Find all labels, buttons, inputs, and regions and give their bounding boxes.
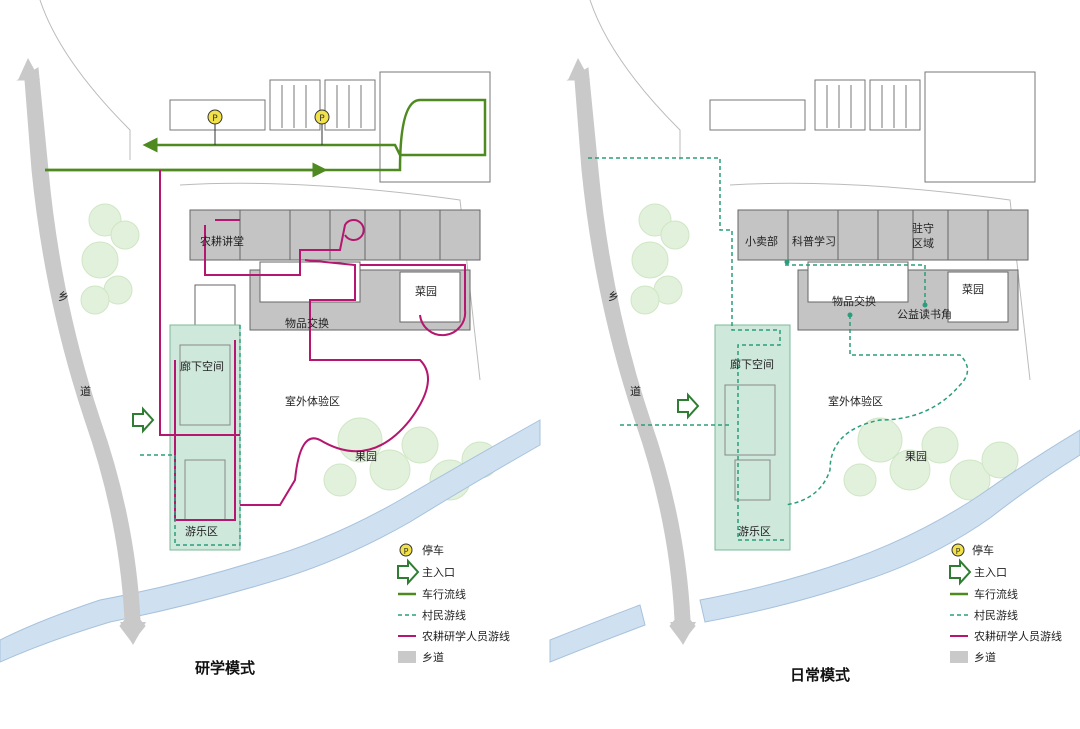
panel-research-mode: P P 乡 道 农耕讲堂 物品交换 菜园 廊下空间 室外体验区 果园 游乐区 研… — [0, 0, 541, 677]
villager-flow-nodes — [784, 259, 928, 318]
legend-villager: 村民游线 — [974, 608, 1018, 622]
research-flow — [159, 170, 467, 521]
parking-buildings — [709, 71, 1036, 183]
label-room-b: 物品交换 — [285, 316, 329, 330]
svg-text:P: P — [319, 114, 325, 124]
legend-entrance: 主入口 — [974, 566, 1007, 579]
corridor-strip — [169, 324, 241, 551]
terrain-outline — [589, 0, 1031, 381]
road-arrow-bottom — [120, 622, 146, 645]
legend-entrance: 主入口 — [422, 566, 455, 579]
label-outdoor: 室外体验区 — [285, 394, 340, 408]
label-play: 游乐区 — [185, 525, 218, 538]
entrance-arrow — [677, 392, 700, 420]
legend-road: 乡道 — [974, 650, 996, 664]
panel-daily-mode: P 乡 道 小卖部 科普学习 驻守 区域 物品交换 公益读书角 菜园 廊下空间 … — [549, 0, 1080, 684]
legend: P 停车 主入口 车行流线 村民游线 农耕研学人员游线 乡道 — [397, 543, 510, 664]
river — [699, 429, 1080, 623]
villager-flow — [140, 325, 241, 546]
building-block — [737, 209, 1029, 331]
tree-cluster — [630, 203, 1019, 501]
label-room-b2: 公益读书角 — [897, 307, 952, 321]
label-road-left: 乡 — [58, 290, 69, 303]
label-orchard: 果园 — [905, 450, 927, 463]
parking-marker: P P — [207, 109, 330, 145]
label-corridor: 廊下空间 — [180, 359, 224, 373]
river-left — [549, 604, 646, 663]
label-road-right: 道 — [630, 384, 641, 398]
legend-vehicle: 车行流线 — [974, 587, 1018, 601]
entrance-arrow — [132, 406, 155, 434]
label-corridor: 廊下空间 — [730, 357, 774, 371]
parking-buildings — [169, 71, 491, 183]
label-room-b: 物品交换 — [832, 294, 876, 308]
parking-marker: P — [951, 543, 965, 557]
label-room-c: 菜园 — [962, 283, 984, 296]
river — [0, 419, 541, 663]
svg-text:P: P — [212, 114, 218, 124]
label-room-a4: 区域 — [912, 237, 934, 250]
label-road-left: 乡 — [608, 290, 619, 303]
legend-villager: 村民游线 — [422, 608, 466, 622]
legend-parking: 停车 — [422, 543, 444, 557]
villager-flow — [588, 157, 969, 541]
label-room-a3: 驻守 — [912, 221, 934, 235]
village-road — [566, 67, 696, 643]
label-orchard: 果园 — [355, 450, 377, 463]
village-road — [16, 67, 146, 643]
terrain-outline — [39, 0, 481, 381]
legend-parking: 停车 — [972, 543, 994, 557]
label-room-a: 小卖部 — [745, 234, 778, 248]
road-arrow-top — [18, 58, 40, 80]
label-room-a2: 科普学习 — [792, 234, 836, 248]
legend-research: 农耕研学人员游线 — [422, 629, 510, 643]
road-arrow-bottom — [670, 622, 696, 645]
label-outdoor: 室外体验区 — [828, 394, 883, 408]
legend-vehicle: 车行流线 — [422, 587, 466, 601]
svg-text:P: P — [956, 547, 961, 556]
road-arrow-top — [568, 58, 590, 80]
label-road-right: 道 — [80, 384, 91, 398]
legend-road: 乡道 — [422, 650, 444, 664]
vehicle-flow — [45, 98, 487, 178]
panel-title: 研学模式 — [195, 659, 255, 677]
legend-research: 农耕研学人员游线 — [974, 629, 1062, 643]
legend: 停车 主入口 车行流线 村民游线 农耕研学人员游线 乡道 — [949, 543, 1062, 664]
label-play: 游乐区 — [738, 525, 771, 538]
corridor-strip — [714, 324, 791, 551]
svg-text:P: P — [404, 547, 409, 556]
label-room-c: 菜园 — [415, 285, 437, 298]
building-block — [189, 209, 481, 331]
label-room-a: 农耕讲堂 — [200, 234, 244, 248]
panel-title: 日常模式 — [790, 666, 850, 684]
